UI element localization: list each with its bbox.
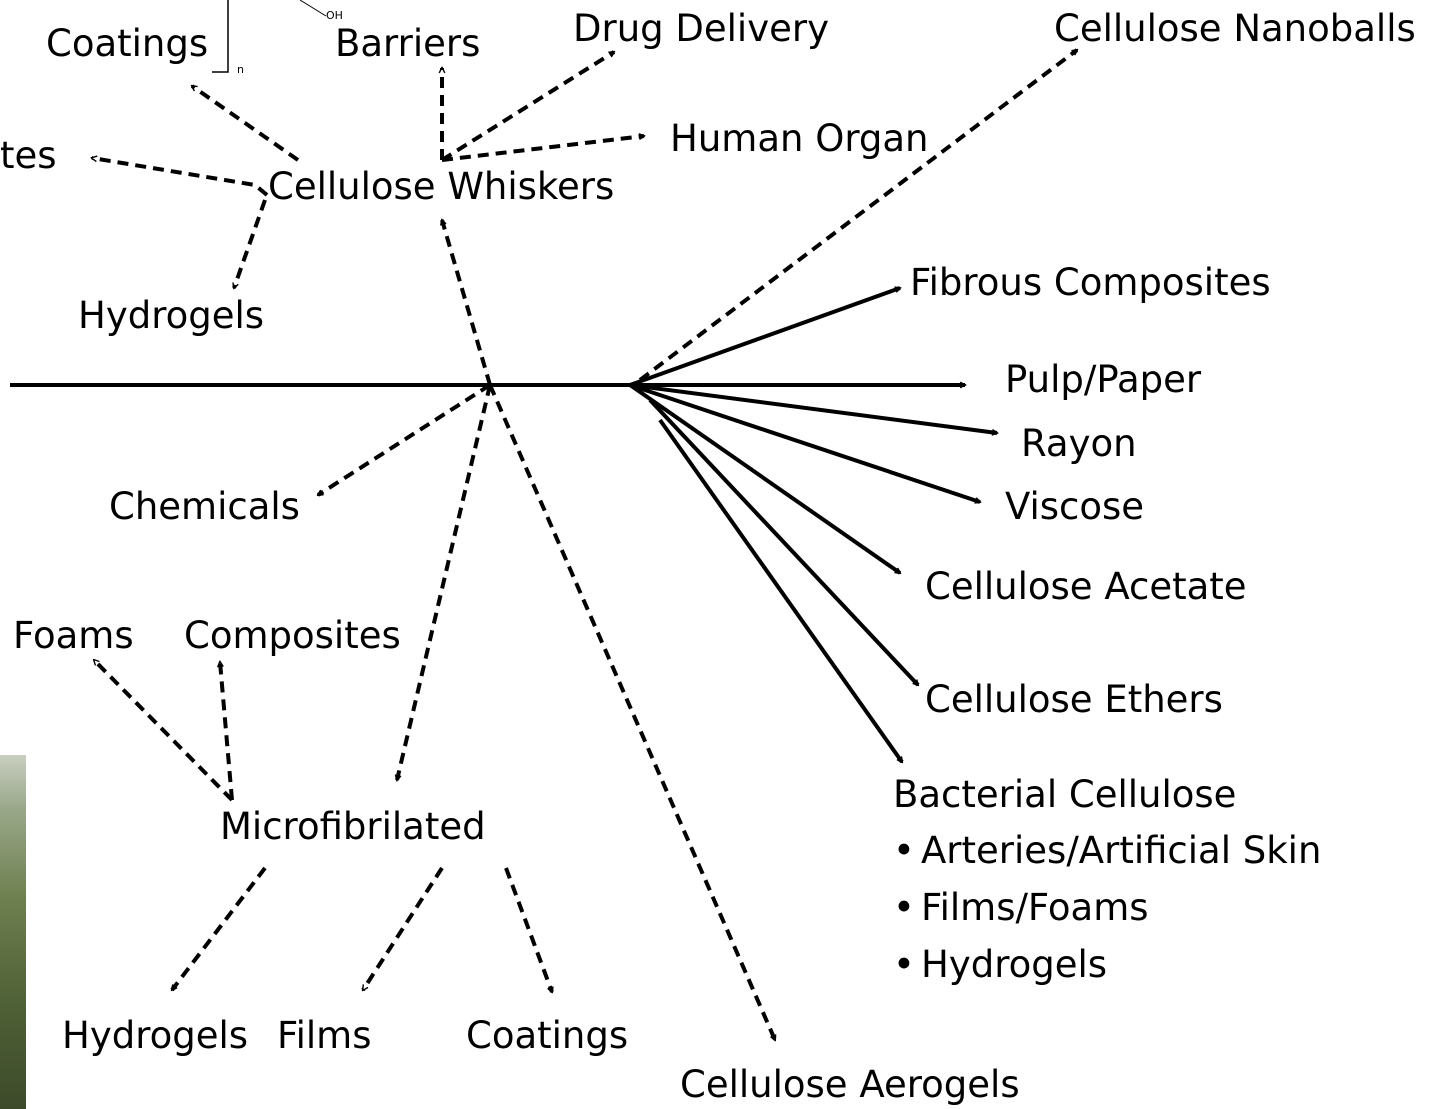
label-cellulose-nanoballs: Cellulose Nanoballs [1054,7,1416,50]
arrow-cellulose-whiskers [442,220,492,386]
arrow-coatings-bottom [504,867,554,992]
chem-hydroxyl-label: OH [326,9,343,22]
chem-bond [299,0,327,17]
label-drug-delivery: Drug Delivery [573,7,829,50]
arrow-films [361,866,444,990]
label-cellulose-acetate: Cellulose Acetate [925,565,1247,608]
label-rayon: Rayon [1021,422,1137,465]
label-pulp-paper: Pulp/Paper [1005,358,1202,401]
chem-bracket [212,0,229,73]
label-hydrogels-top: Hydrogels [78,294,265,337]
label-cellulose-whiskers: Cellulose Whiskers [268,165,615,208]
label-foams: Foams [13,614,134,657]
list-item: •Hydrogels [893,943,1108,986]
arrow-chemicals [318,383,492,497]
arrow-rayon [629,383,997,433]
arrow-cellulose-ethers [648,398,918,685]
arrow-human-organ [441,136,644,162]
arrow-cellulose-aerogels [488,384,777,1040]
label-viscose: Viscose [1005,485,1145,528]
label-bacterial-cellulose: Bacterial Cellulose [893,773,1237,816]
arrow-hydrogels-bottom [170,866,267,990]
arrow-cellulose-acetate [628,383,900,575]
label-composites: Composites [184,614,401,657]
label-cellulose-aerogels: Cellulose Aerogels [680,1063,1020,1106]
label-barriers: Barriers [335,22,481,65]
label-chemicals: Chemicals [109,485,300,528]
label-coatings-top: Coatings [46,22,209,65]
arrow-hydrogels-top [232,199,267,288]
bacterial-uses-list: •Arteries/Artificial Skin •Films/Foams •… [893,832,1321,1003]
label-cellulose-ethers: Cellulose Ethers [925,678,1223,721]
chem-subscript-label: n [237,63,244,76]
list-item: •Arteries/Artificial Skin [893,829,1322,872]
label-human-organ: Human Organ [670,117,929,160]
grass-photo-fragment [0,755,26,1109]
arrow-viscose [629,383,980,504]
label-films: Films [277,1014,372,1057]
arrow-cellulose-nanoballs [638,48,1077,382]
label-fibrous-composites: Fibrous Composites [910,261,1271,304]
arrow-drug-delivery [440,50,614,162]
label-microfibrilated: Microfibrilated [220,805,486,848]
arrow-foams [94,660,234,802]
arrow-composites [220,662,234,801]
arrow-fibrous-composites [629,286,900,387]
list-item: •Films/Foams [893,886,1149,929]
label-hydrogels-bottom: Hydrogels [62,1014,249,1057]
arrow-bacterial-cellulose [658,418,904,762]
arrow-coatings-top [192,84,300,162]
label-coatings-bottom: Coatings [466,1014,629,1057]
arrow-composites-left [92,158,269,197]
arrow-microfibrilated [397,384,492,780]
label-composites-cut: tes [0,134,57,177]
